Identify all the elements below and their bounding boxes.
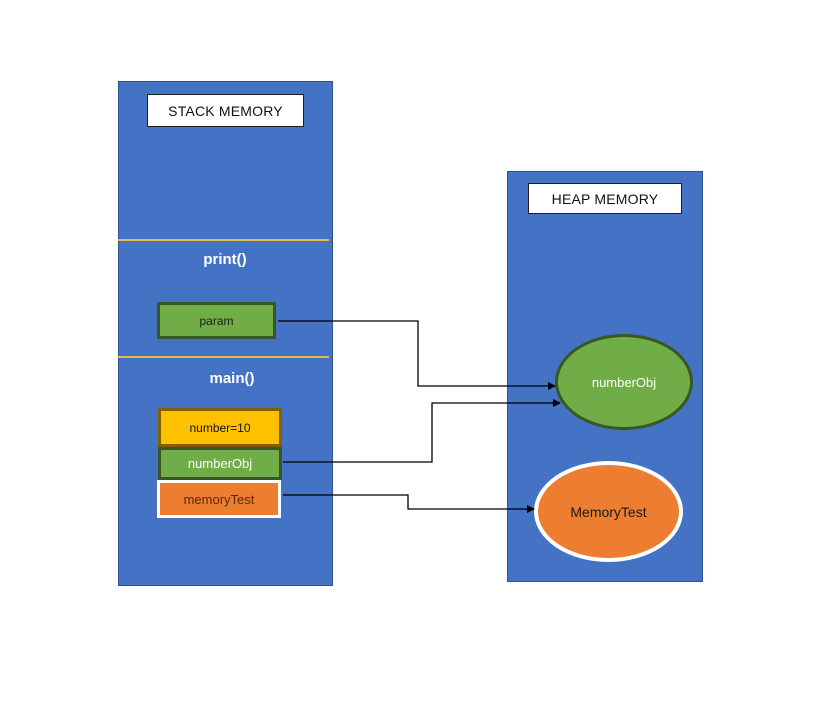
stack-var-numberobj: numberObj: [158, 447, 282, 480]
arrow-numberobj-to-heap-numberobj: [283, 399, 561, 463]
frame-label-print: print(): [203, 251, 247, 268]
arrow-memorytest-to-heap-memorytest: [283, 494, 535, 513]
stack-var-param: param: [157, 302, 276, 339]
frame-label-main: main(): [209, 370, 255, 387]
stack-var-memorytest: memoryTest: [157, 480, 281, 518]
stack-frame-divider-main: [118, 356, 329, 358]
arrow-param-to-numberobj: [278, 320, 556, 390]
heap-object-memorytest: MemoryTest: [534, 461, 683, 562]
heap-memory-title: HEAP MEMORY: [528, 183, 682, 214]
stack-frame-divider-print: [118, 239, 329, 241]
stack-memory-title: STACK MEMORY: [147, 94, 304, 127]
heap-object-numberobj: numberObj: [555, 334, 693, 430]
stack-var-number: number=10: [158, 408, 282, 447]
